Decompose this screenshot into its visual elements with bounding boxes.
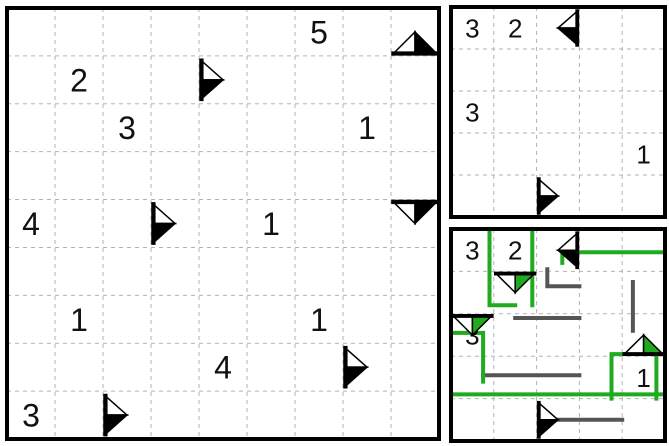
grid-background (451, 229, 665, 441)
triangle-right-icon[interactable] (199, 58, 225, 102)
grid-background (451, 7, 665, 217)
number-clue[interactable]: 3 (118, 110, 136, 146)
number-clue: 3 (465, 236, 479, 266)
number-clue[interactable]: 1 (262, 206, 280, 242)
triangle-right-icon (536, 400, 560, 439)
triangle-left-icon (556, 231, 580, 270)
triangle-right-icon[interactable] (103, 393, 129, 437)
green-path-line (449, 330, 486, 384)
number-clue: 1 (636, 363, 650, 393)
number-clue[interactable]: 1 (310, 302, 328, 338)
grid-border (449, 5, 667, 219)
number-clue: 1 (636, 139, 650, 169)
number-clue: 3 (465, 97, 479, 127)
number-clue[interactable]: 1 (70, 302, 88, 338)
triangle-left-icon (555, 9, 580, 47)
number-clue: 3 (465, 13, 479, 43)
triangle-right-icon (536, 177, 561, 215)
triangle-down-icon (494, 271, 537, 295)
grid-border (449, 227, 667, 443)
green-path-line (487, 227, 518, 308)
triangle-up-icon (622, 333, 665, 357)
number-clue: 2 (508, 13, 522, 43)
triangle-right-icon[interactable] (343, 345, 369, 389)
number-clue[interactable]: 4 (214, 350, 232, 386)
grid-border (5, 6, 441, 441)
triangle-right-icon[interactable] (151, 202, 177, 245)
number-clue: 2 (508, 236, 522, 266)
number-clue[interactable]: 2 (70, 62, 88, 98)
number-clue[interactable]: 3 (22, 398, 40, 434)
triangle-down-icon[interactable] (391, 199, 439, 226)
triangle-down-icon (451, 313, 494, 337)
number-clue[interactable]: 5 (310, 14, 328, 50)
number-clue[interactable]: 1 (358, 110, 376, 146)
number-clue[interactable]: 4 (22, 206, 40, 242)
gray-path-line (545, 267, 582, 289)
triangle-up-icon[interactable] (391, 30, 439, 56)
